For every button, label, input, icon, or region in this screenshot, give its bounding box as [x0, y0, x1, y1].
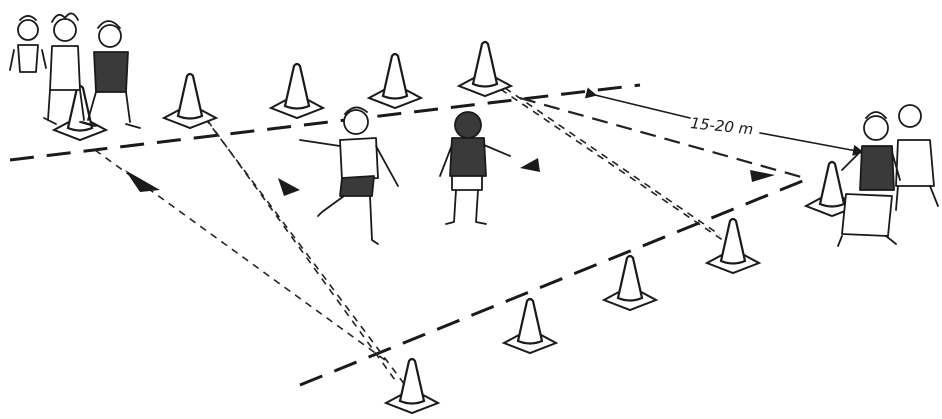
cone-icon [604, 256, 656, 310]
arrowhead-icon [125, 170, 160, 192]
arrowhead-icon [750, 170, 775, 182]
cone-icon [459, 42, 511, 96]
distance-dimension: 15-20 m [595, 95, 862, 152]
child-figure-icon [896, 105, 938, 210]
child-figure-icon [82, 21, 140, 128]
cone-icon [164, 74, 216, 128]
cone-icon [386, 359, 438, 413]
cone-icon [707, 219, 759, 273]
child-figure-icon [838, 112, 900, 246]
boundary-right-line [520, 98, 805, 178]
child-figure-icon [300, 107, 398, 244]
cone-icon [504, 299, 556, 353]
boundary-far-line [10, 85, 640, 160]
children-group-right [838, 105, 938, 246]
cone-icon [271, 64, 323, 118]
child-figure-icon [440, 112, 510, 224]
arrowhead-icon [520, 158, 540, 172]
cone-icon [369, 54, 421, 108]
field-boundary [10, 85, 805, 385]
path-far-cone-to-right-cone [490, 82, 730, 245]
child-figure-icon [10, 16, 46, 72]
cones [54, 42, 858, 413]
arrowhead-icon [278, 178, 300, 196]
distance-label: 15-20 m [690, 114, 755, 138]
